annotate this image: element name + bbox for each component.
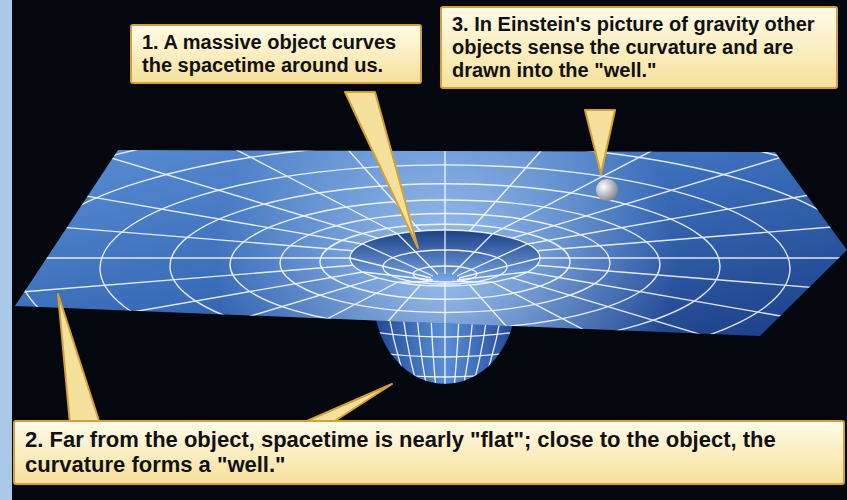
grid-ring bbox=[0, 119, 847, 428]
well-line bbox=[452, 281, 493, 283]
callout-pointer bbox=[585, 110, 615, 174]
callout-box: 1. A massive object curves the spacetime… bbox=[130, 24, 422, 84]
side-strip bbox=[0, 0, 12, 500]
grid-ring bbox=[20, 143, 847, 398]
well-line bbox=[350, 258, 431, 278]
well-line bbox=[398, 281, 439, 283]
well-line bbox=[363, 244, 433, 276]
well-line bbox=[444, 230, 445, 274]
callout-text: 2. Far from the object, spacetime is nea… bbox=[25, 427, 833, 478]
grid-line bbox=[0, 202, 353, 251]
well-line bbox=[398, 234, 439, 275]
callout-box: 2. Far from the object, spacetime is nea… bbox=[13, 420, 845, 485]
callout-pointer bbox=[58, 294, 100, 424]
grid-line bbox=[0, 278, 378, 411]
well-line bbox=[444, 282, 445, 286]
well-line bbox=[457, 272, 527, 280]
grid-line bbox=[0, 265, 353, 314]
grid-line bbox=[540, 257, 847, 258]
grid-line bbox=[537, 202, 847, 251]
grid-line bbox=[0, 272, 363, 366]
grid-line bbox=[512, 105, 847, 238]
grid-line bbox=[0, 150, 363, 244]
well-rim bbox=[350, 230, 540, 286]
well-line bbox=[457, 244, 527, 276]
callout-text: 3. In Einstein's picture of gravity othe… bbox=[452, 13, 826, 82]
grid-line bbox=[493, 71, 806, 234]
grid-line bbox=[0, 257, 350, 258]
callout-box: 3. In Einstein's picture of gravity othe… bbox=[440, 6, 838, 89]
callout-pointer bbox=[345, 92, 418, 248]
grid-line bbox=[527, 272, 847, 366]
grid-line bbox=[537, 265, 847, 314]
spacetime-sheet bbox=[0, 42, 847, 474]
callout-pointer bbox=[300, 384, 392, 424]
grid-line bbox=[0, 105, 378, 238]
grid-line bbox=[512, 278, 847, 411]
test-ball bbox=[596, 179, 618, 201]
callout-text: 1. A massive object curves the spacetime… bbox=[142, 31, 410, 77]
